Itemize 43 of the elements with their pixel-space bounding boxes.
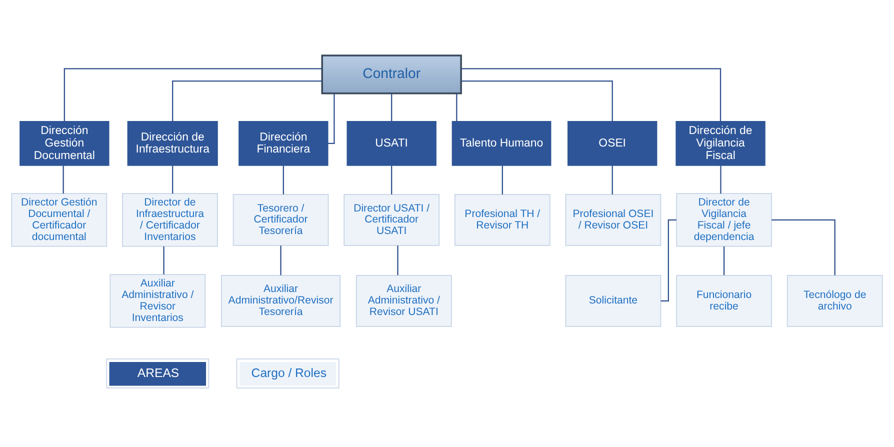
node-box: Dirección de Vigilancia Fiscal [676, 121, 766, 166]
connector [723, 246, 725, 276]
connector [391, 166, 392, 194]
node-box: Auxiliar Administrativo/Revisor Tesorería [220, 274, 341, 327]
connector [720, 166, 722, 194]
node-box: Contralor [321, 54, 462, 94]
connector [280, 246, 282, 276]
connector [461, 68, 722, 122]
connector [461, 80, 613, 122]
node-box: Profesional OSEI / Revisor OSEI [565, 194, 662, 246]
connector [391, 94, 392, 122]
node-box: Solicitante [565, 274, 662, 327]
node-box: Director de Infraestructura / Certificador Inventarios [122, 193, 218, 247]
node-box: Auxiliar Administrativo / Revisor Inventarios [110, 274, 206, 328]
node-box: Dirección de Infraestructura [127, 121, 218, 166]
connector [660, 219, 676, 302]
node-box: Profesional TH / Revisor TH [454, 194, 550, 246]
connector [172, 166, 174, 194]
node-box: Director USATI / Certificador USATI [344, 194, 440, 246]
node-box: Dirección Financiera [238, 121, 328, 166]
connector [502, 166, 503, 194]
connector [612, 166, 613, 194]
node-box: Talento Humano [452, 121, 552, 166]
connector [62, 166, 64, 194]
connector [172, 80, 322, 122]
connector [328, 94, 335, 144]
legend-label: AREAS [137, 366, 180, 380]
node-box: Director Gestión Documental / Certificador documental [11, 193, 108, 247]
node-box: Dirección Gestión Documental [20, 121, 110, 166]
legend-label: Cargo / Roles [251, 366, 326, 380]
node-box: Director de Vigilancia Fiscal / jefe dependencia [676, 193, 772, 247]
node-box: Tesorero / Certificador Tesorería [232, 194, 329, 246]
connector [163, 246, 164, 274]
connector [772, 219, 836, 276]
connector [456, 94, 458, 122]
node-box: USATI [346, 121, 436, 166]
node-box: Tecnólogo de archivo [786, 274, 883, 327]
connector [397, 246, 398, 276]
node-box: OSEI [567, 121, 658, 166]
node-box: Funcionario recibe [676, 274, 772, 327]
connector [282, 166, 284, 194]
node-box: Auxiliar Administrativo / Revisor USATI [356, 274, 452, 327]
connector [64, 68, 322, 122]
